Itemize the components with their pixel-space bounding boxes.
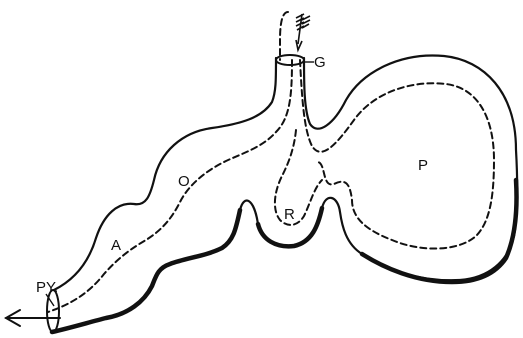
label-p: P	[418, 157, 428, 174]
lower-shade	[362, 180, 517, 282]
dashed-path-fundus	[300, 60, 494, 249]
incoming-dashed-line	[280, 12, 288, 60]
stomach-outline	[47, 55, 517, 332]
lower-shade-o	[52, 210, 240, 332]
label-r: R	[284, 206, 295, 223]
upper-wall	[54, 58, 276, 290]
upper-wall-right	[52, 55, 517, 332]
dashed-path-to-pylorus	[48, 60, 292, 312]
exit-arrow	[6, 310, 60, 326]
label-py: PY.	[36, 279, 58, 296]
entry-arrow	[296, 14, 310, 50]
label-g: G	[314, 54, 326, 71]
label-a: A	[111, 237, 121, 254]
dashed-path-r	[275, 130, 322, 225]
label-o: O	[178, 173, 190, 190]
